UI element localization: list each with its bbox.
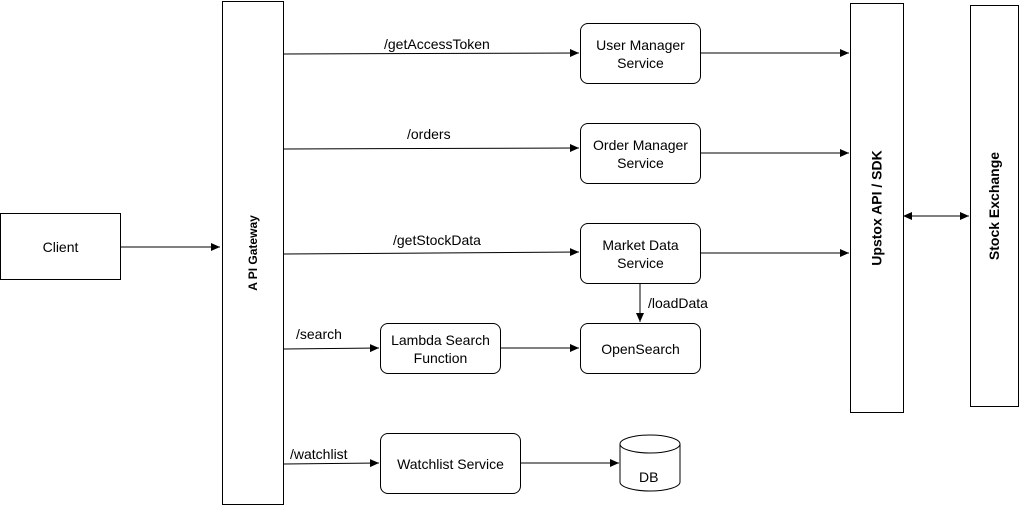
db-label: DB	[639, 469, 659, 485]
search-label: /search	[296, 326, 342, 342]
api-gateway-label: A PI Gateway	[246, 215, 260, 291]
db-cylinder-icon	[619, 434, 681, 492]
get-stock-data-label: /getStockData	[393, 232, 481, 248]
watchlist-label: /watchlist	[290, 446, 348, 462]
upstox-api-sdk-box[interactable]: Upstox API / SDK	[850, 3, 904, 413]
stock-exchange-label: Stock Exchange	[986, 151, 1003, 261]
client-label: Client	[42, 238, 79, 255]
opensearch-box[interactable]: OpenSearch	[580, 323, 701, 374]
get-access-token-label: /getAccessToken	[384, 36, 490, 52]
market-data-service-box[interactable]: Market Data Service	[580, 223, 701, 284]
edge-search	[283, 344, 380, 353]
opensearch-label: OpenSearch	[601, 340, 680, 357]
load-data-label: /loadData	[648, 295, 708, 311]
order-manager-service-box[interactable]: Order Manager Service	[580, 123, 701, 184]
stock-exchange-box[interactable]: Stock Exchange	[970, 5, 1019, 407]
upstox-api-sdk-label: Upstox API / SDK	[869, 150, 886, 266]
edge-watchlist	[283, 459, 380, 468]
user-manager-service-box[interactable]: User Manager Service	[580, 23, 701, 84]
api-gateway-box[interactable]: A PI Gateway	[222, 1, 284, 505]
client-box[interactable]: Client	[0, 213, 121, 280]
edge-get-stock-data	[283, 248, 580, 257]
orders-label: /orders	[407, 126, 451, 142]
user-manager-service-label: User Manager Service	[596, 36, 685, 71]
market-data-service-label: Market Data Service	[602, 236, 679, 271]
order-manager-service-label: Order Manager Service	[593, 136, 688, 171]
edge-orders	[283, 144, 580, 153]
lambda-search-function-label: Lambda Search Function	[391, 331, 490, 366]
edge-get-access-token	[283, 49, 580, 58]
watchlist-service-label: Watchlist Service	[397, 455, 504, 472]
watchlist-service-box[interactable]: Watchlist Service	[380, 433, 521, 494]
lambda-search-function-box[interactable]: Lambda Search Function	[380, 323, 501, 374]
